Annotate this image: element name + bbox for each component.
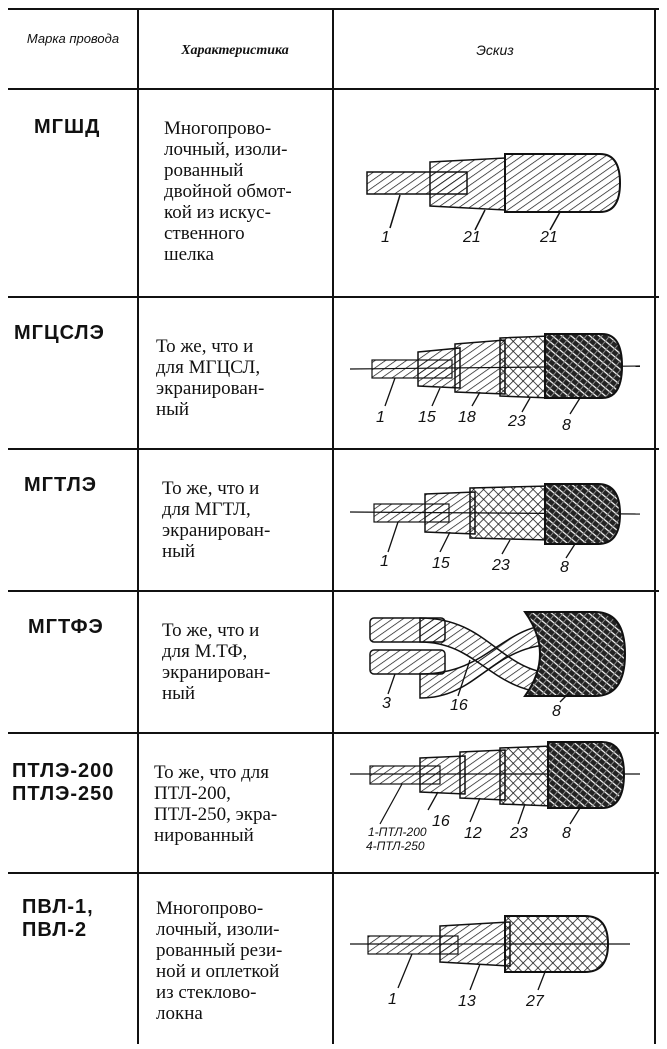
sketch-label: 1	[376, 409, 385, 426]
sketch-label: 23	[491, 557, 510, 574]
wire-sketch: 1 21 21	[366, 153, 622, 246]
wire-description: То же, что для ПТЛ-200, ПТЛ-250, экра- н…	[154, 762, 278, 846]
col-divider	[137, 8, 139, 1044]
sketch-label: 1	[381, 229, 390, 246]
wire-description: Многопрово- лочный, изоли- рованный рези…	[156, 898, 283, 1024]
sketch-label: 21	[539, 229, 558, 246]
sketch-label: 1	[388, 991, 397, 1008]
header-sketch: Эскиз	[476, 42, 514, 58]
sketch-label: 23	[507, 413, 526, 430]
sketch-label: 13	[458, 993, 476, 1010]
header-brand: Марка провода	[26, 31, 120, 46]
wire-sketch: 3 16 8	[369, 611, 627, 720]
sketch-label: 15	[432, 555, 450, 572]
sketch-label: 8	[560, 559, 569, 576]
sketch-label: 12	[464, 825, 482, 842]
sketch-label: 1	[380, 553, 389, 570]
sketch-label: 8	[562, 417, 571, 434]
wire-description: То же, что и для МГТЛ, экранирован- ный	[162, 478, 271, 562]
wire-description: То же, что и для МГЦСЛ, экранирован- ный	[156, 336, 265, 420]
header-characteristic: Характеристика	[181, 43, 289, 58]
wire-description: Многопрово- лочный, изоли- рованный двой…	[164, 118, 292, 265]
col-divider	[332, 8, 334, 1044]
sketch-label: 15	[418, 409, 436, 426]
sketch-label: 8	[552, 703, 561, 720]
wire-description: То же, что и для М.ТФ, экранирован- ный	[162, 620, 271, 704]
wire-brand: ПТЛЭ-200 ПТЛЭ-250	[12, 760, 115, 805]
sketch-label: 3	[382, 695, 391, 712]
wire-sketch: 1 15 23 8	[349, 483, 641, 576]
wire-sketch: 1 15 18 23 8	[349, 333, 641, 434]
sketch-label: 8	[562, 825, 571, 842]
sketch-label: 1-ПТЛ-200	[368, 825, 427, 839]
sketch-label: 21	[462, 229, 481, 246]
sketch-label: 27	[525, 993, 545, 1010]
wire-brand: МГЦСЛЭ	[14, 322, 105, 344]
sketch-label: 18	[458, 409, 476, 426]
wire-brand: МГШД	[34, 116, 101, 138]
wire-brand: ПВЛ-1, ПВЛ-2	[22, 896, 94, 941]
sketch-label: 16	[432, 813, 450, 830]
sketch-label: 23	[509, 825, 528, 842]
sketch-label: 4-ПТЛ-250	[366, 839, 425, 853]
table-right-border	[654, 8, 656, 1044]
wire-brand: МГТФЭ	[28, 616, 104, 638]
wire-sketch: 1-ПТЛ-200 4-ПТЛ-250 16 12 23 8	[350, 741, 640, 853]
wire-brand: МГТЛЭ	[24, 474, 97, 496]
sketch-label: 16	[450, 697, 468, 714]
wire-sketch: 1 13 27	[350, 915, 630, 1010]
